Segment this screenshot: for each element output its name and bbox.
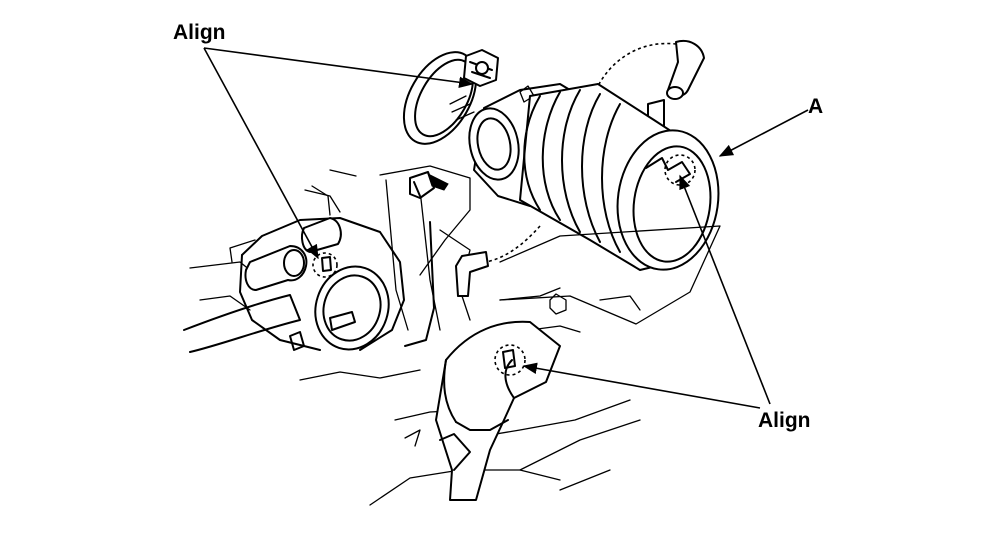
lower-elbow-duct [435, 320, 561, 501]
part-a-label: A [808, 95, 824, 118]
hidden-hose-line [485, 225, 541, 263]
align-label-top: Align [173, 21, 226, 44]
hose-clip [409, 171, 449, 199]
intake-duct-part-a [468, 40, 720, 271]
throttle-body-assembly [183, 185, 405, 353]
align-label-bottom: Align [758, 409, 811, 432]
small-hose-elbow [455, 251, 489, 297]
panel-outline [499, 225, 721, 325]
engine-bay-background [189, 169, 641, 506]
leader-lines [203, 47, 809, 409]
